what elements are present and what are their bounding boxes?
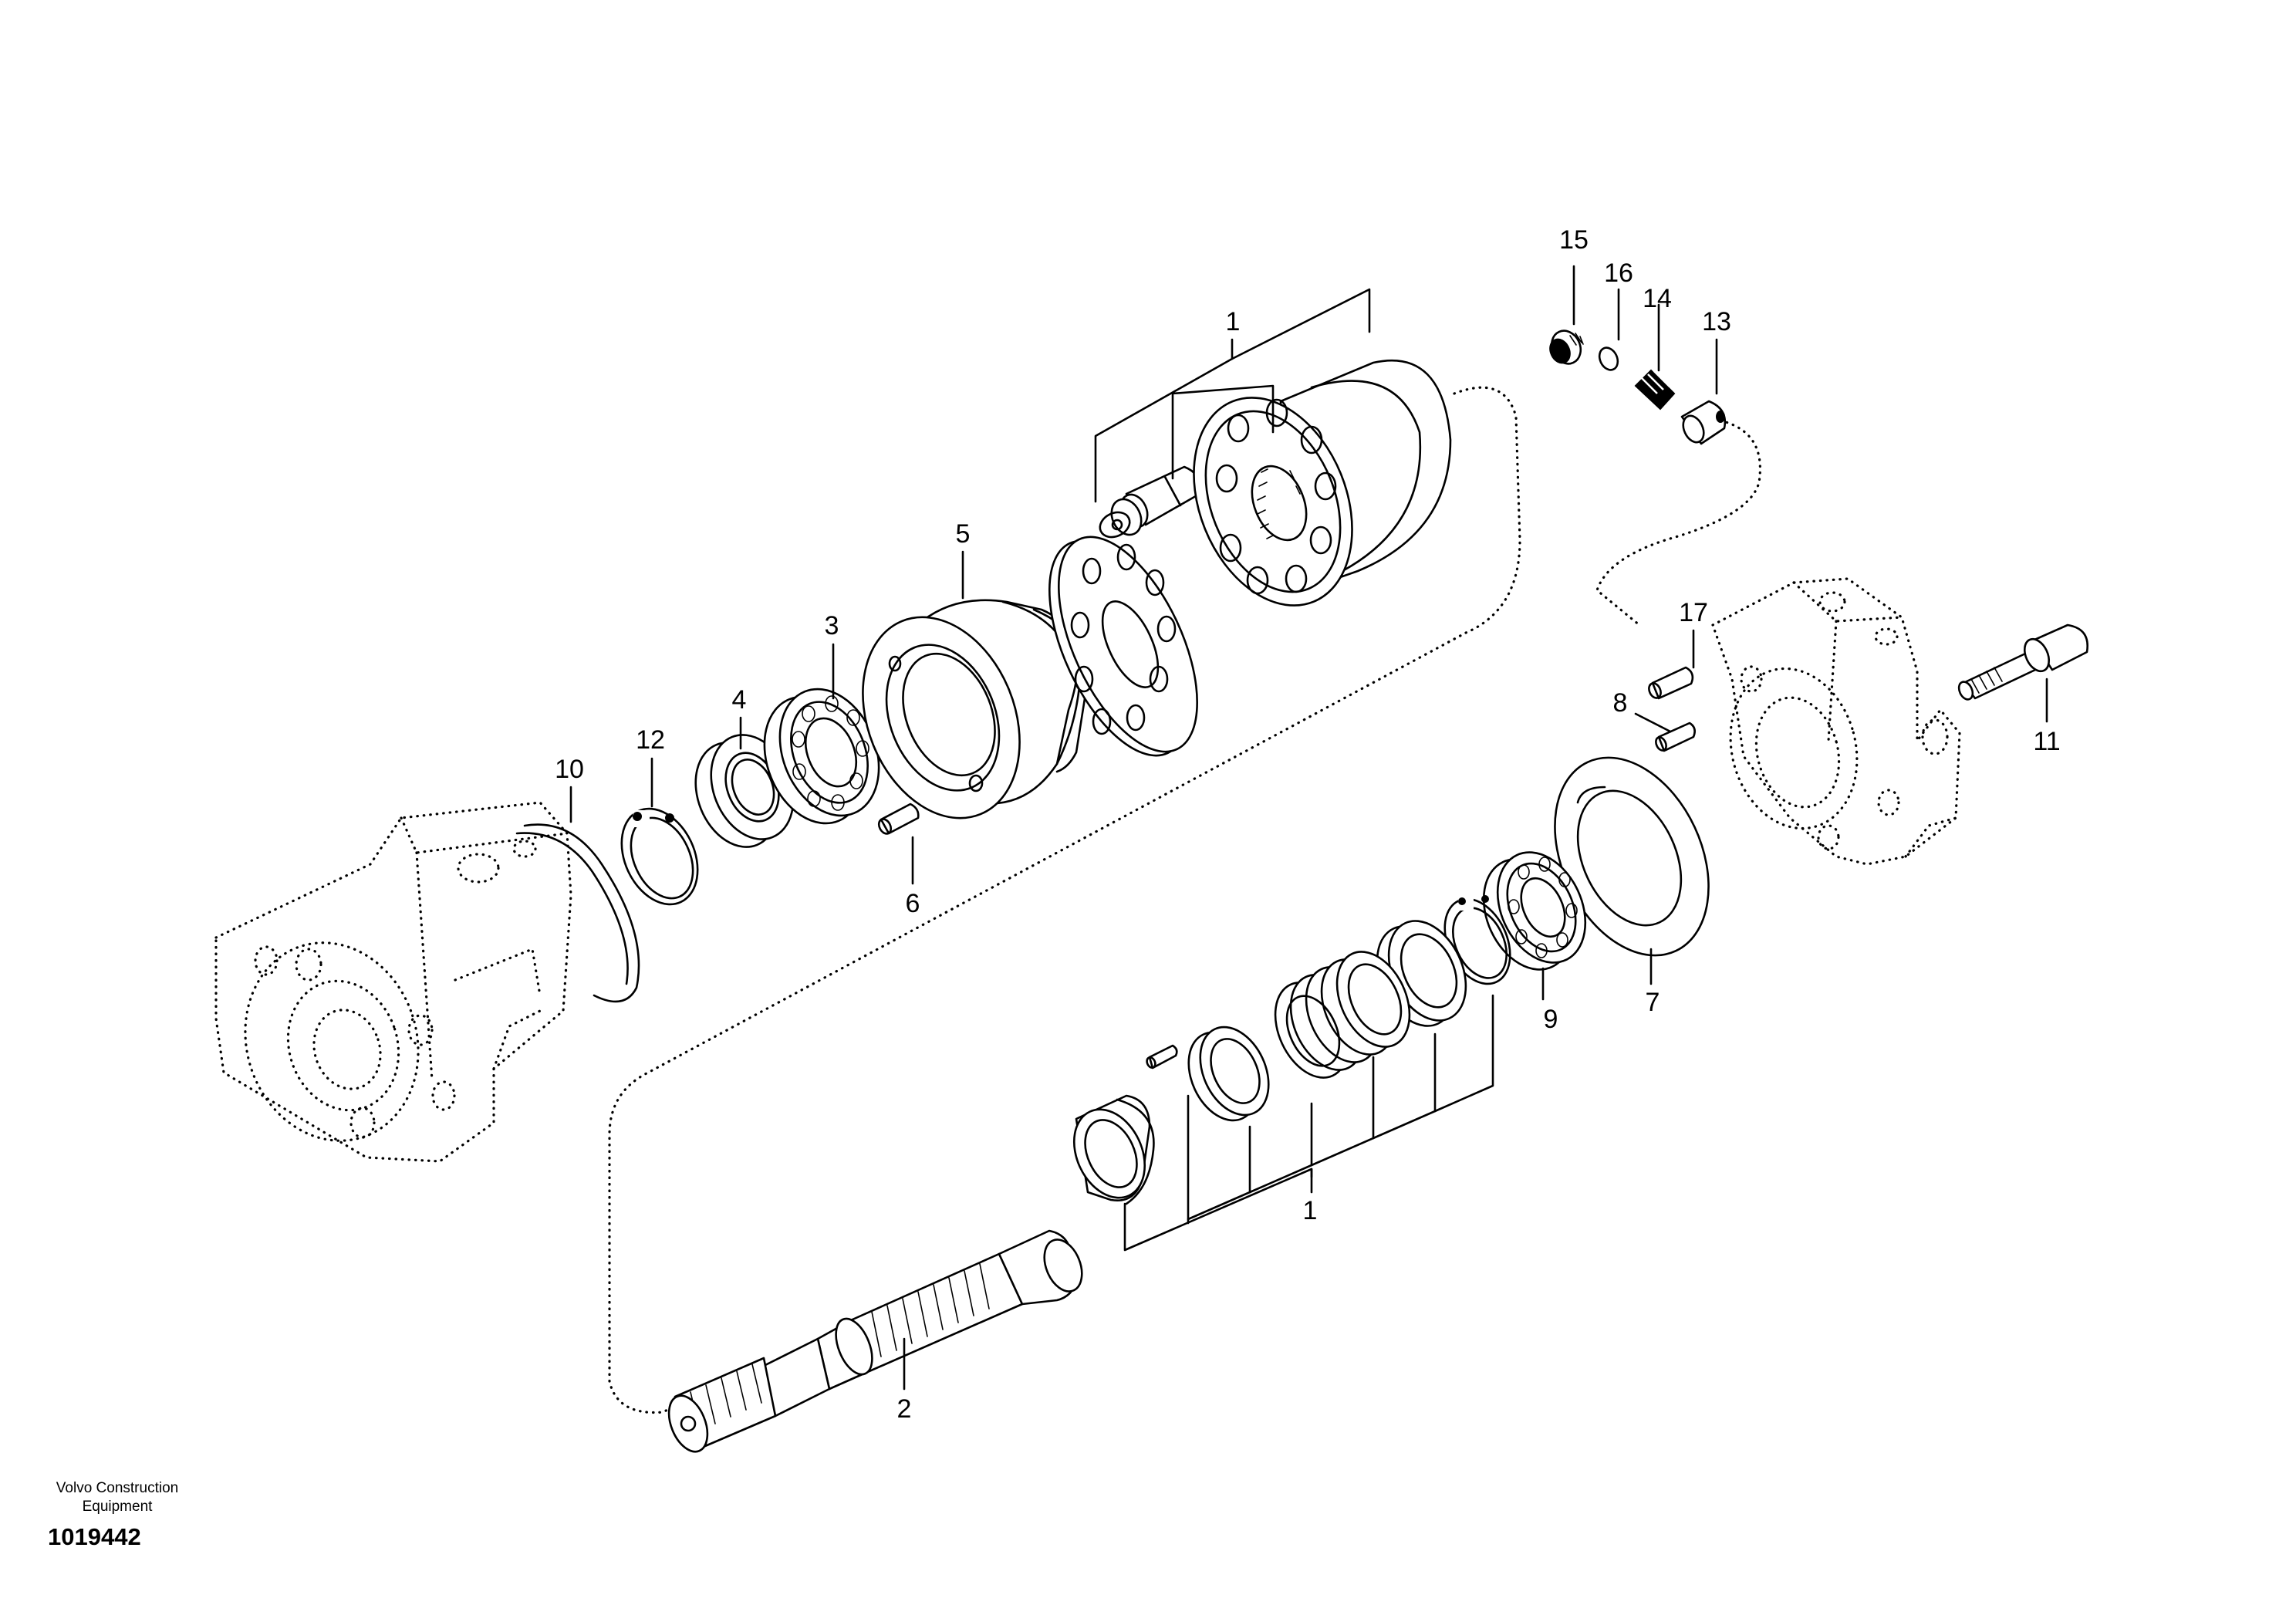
callout-9: 9 [1544,1005,1558,1034]
callout-11: 11 [2033,727,2060,756]
callout-4: 4 [732,685,747,715]
part-6-pin [877,803,920,835]
callout-16: 16 [1604,259,1633,288]
part-1-spring-seat [1187,1026,1270,1122]
callout-7: 7 [1646,988,1660,1017]
callout-3: 3 [825,611,839,640]
part-5-retainer-housing [862,599,1089,819]
part-1-swash-plate [1048,536,1198,757]
callout-12: 12 [636,725,665,755]
brand-line-2: Equipment [83,1499,154,1515]
assembly-path-main [608,386,1521,1414]
document-number: 1019442 [48,1523,141,1550]
callout-13: 13 [1702,307,1731,336]
leader-lines [569,265,2048,1391]
part-1-spring [1274,951,1411,1079]
motor-housing-left [214,801,572,1163]
part-12-retaining-ring [620,807,699,906]
part-7-thrust-plate [1554,756,1710,957]
part-17-pin [1648,666,1694,700]
callout-17: 17 [1679,598,1708,627]
footer-block: Volvo Construction Equipment 1019442 [48,1480,178,1550]
part-11-bolt [1957,623,2089,701]
part-1-small-pin [1146,1044,1178,1070]
assembly-path-top-right [1595,419,1761,627]
callout-8: 8 [1613,688,1628,718]
part-8-pin [1655,721,1696,752]
callout-14: 14 [1643,284,1672,313]
part-2-shaft [667,1229,1083,1453]
callout-6: 6 [906,889,920,918]
motor-housing-right [1711,577,1961,866]
callout-labels: 1 1 2 3 4 5 6 7 8 9 10 11 12 13 14 15 16… [555,225,2061,1424]
callout-10: 10 [555,755,584,784]
part-13-spool [1680,400,1727,445]
part-10-snap-ring [515,823,640,1003]
part-16-o-ring [1598,346,1619,371]
part-1-piston [1099,465,1202,539]
callout-15: 15 [1559,225,1589,255]
part-15-plug [1549,329,1584,365]
part-3-ball-bearing [763,688,880,825]
part-1-ball-guide [1072,1094,1155,1205]
callout-1-bottom: 1 [1303,1196,1318,1225]
callout-1-top: 1 [1226,307,1241,336]
part-1-cylinder-block [1193,359,1452,607]
part-14-spring [1634,369,1676,411]
brand-line-1: Volvo Construction [56,1480,178,1496]
callout-5: 5 [956,519,971,549]
callout-2: 2 [897,1394,912,1424]
